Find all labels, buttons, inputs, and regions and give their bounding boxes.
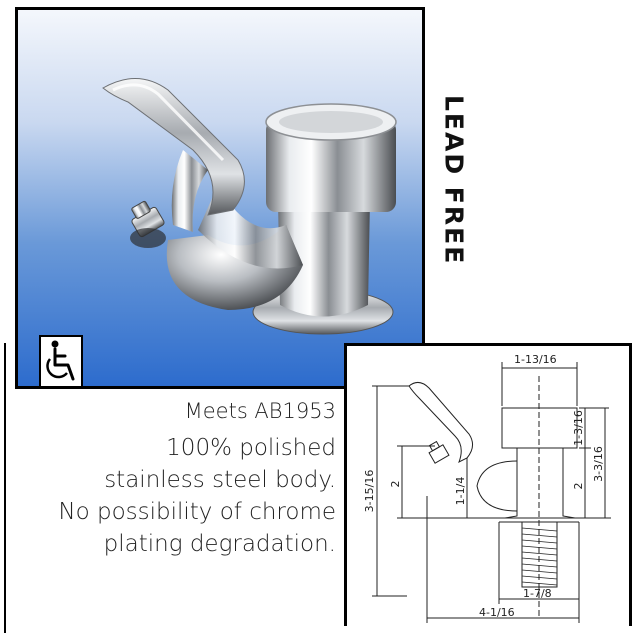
description-line-1: 100% polished (166, 435, 336, 461)
dim-overall-height: 3-15/16 (363, 470, 376, 513)
bubbler-photo (102, 78, 397, 335)
product-photo-panel (15, 7, 425, 389)
dim-cap-height: 1-3/16 (572, 410, 585, 446)
dim-overall-depth: 4-1/16 (479, 606, 515, 619)
dim-neck-height: 1-1/4 (454, 477, 467, 506)
lead-free-label: LEAD FREE (424, 80, 484, 280)
dimension-drawing-panel: 1-13/16 (344, 343, 632, 626)
description-line-3: No possibility of chrome (58, 499, 336, 525)
description-line-2: stainless steel body. (104, 467, 336, 493)
dimension-drawing: 1-13/16 (363, 353, 611, 623)
left-frame-border (0, 343, 6, 633)
lead-free-text: LEAD FREE (439, 94, 469, 266)
description-line-4: plating degradation. (103, 531, 336, 557)
accessibility-badge (39, 335, 83, 386)
compliance-note: Meets AB1953 (184, 399, 336, 423)
dim-body-height: 3-3/16 (592, 446, 605, 482)
dim-top-width: 1-13/16 (514, 353, 557, 366)
dim-base-height: 2 (572, 483, 585, 490)
product-description: Meets AB1953 100% polished stainless ste… (14, 396, 336, 560)
dim-bubbler-height: 2 (389, 481, 402, 488)
dim-shank-width: 1-7/8 (523, 587, 552, 600)
wheelchair-accessible-icon (46, 340, 75, 381)
